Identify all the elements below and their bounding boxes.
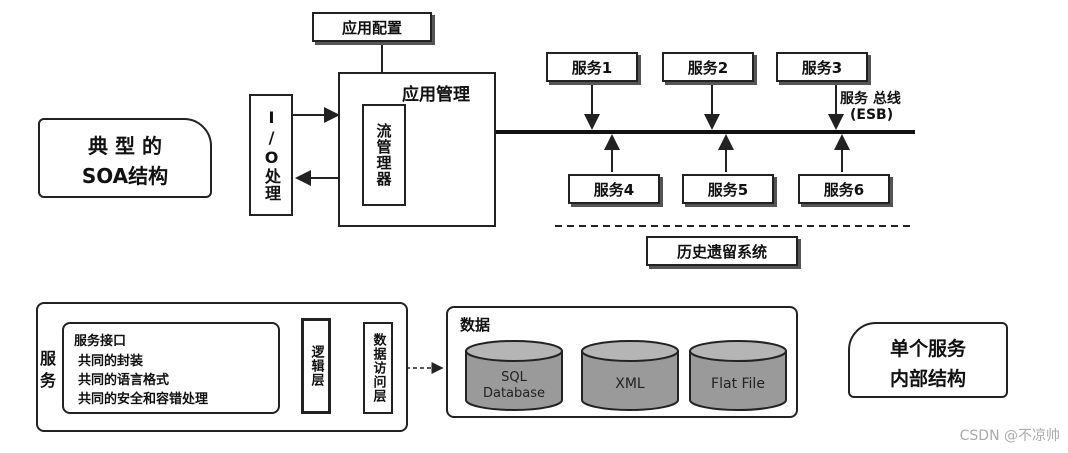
flow-manager-box: 流管理器 xyxy=(362,104,406,206)
service-6-box: 服务6 xyxy=(798,174,890,204)
data-access-layer-box: 数据访问层 xyxy=(363,322,393,414)
typical-soa-label: 典 型 的 SOA结构 xyxy=(38,118,212,198)
flat-file-cylinder xyxy=(689,340,787,411)
watermark: CSDN @不凉帅 xyxy=(959,428,1060,444)
service-side-label: 服务 xyxy=(40,349,57,390)
legacy-system-box: 历史遗留系统 xyxy=(646,236,798,266)
logic-layer-box: 逻辑层 xyxy=(301,318,331,414)
service-3-box: 服务3 xyxy=(776,52,868,82)
service-5-box: 服务5 xyxy=(682,174,774,204)
service-interface-box: 服务接口 共同的封装 共同的语言格式 共同的安全和容错处理 xyxy=(62,322,280,414)
esb-label-line2: (ESB) xyxy=(850,107,894,123)
sql-database-cylinder xyxy=(465,340,563,411)
service-4-box: 服务4 xyxy=(568,174,660,204)
xml-cylinder xyxy=(581,340,679,411)
service-1-box: 服务1 xyxy=(546,52,638,82)
app-config-box: 应用配置 xyxy=(312,12,432,42)
service-2-box: 服务2 xyxy=(662,52,754,82)
io-processing-box: I/O处理 xyxy=(249,94,293,216)
xml-label: XML xyxy=(615,376,645,392)
esb-label-line1: 服务 总线 xyxy=(840,91,901,107)
flat-file-label: Flat File xyxy=(711,376,765,392)
single-service-label: 单个服务 内部结构 xyxy=(848,322,1008,398)
sql-database-label: SQL Database xyxy=(482,370,546,401)
